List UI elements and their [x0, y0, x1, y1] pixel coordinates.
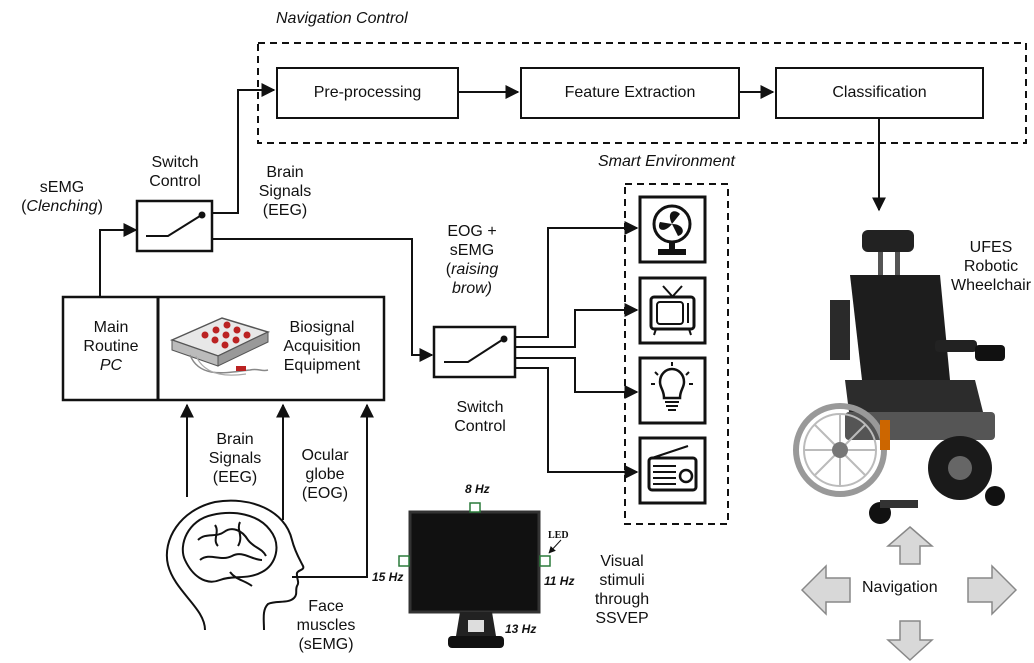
navigation-arrows	[800, 526, 1018, 662]
classification-block: Classification	[775, 67, 984, 119]
nav-up-arrow-icon	[885, 526, 935, 565]
nav-down-arrow-icon	[886, 620, 934, 662]
switch-mid-icon	[432, 325, 517, 379]
wheelchair-image	[793, 230, 1005, 524]
smart-environment-frame	[624, 183, 729, 525]
acquisition-device-icon	[169, 317, 271, 376]
switch-control-mid-label: Switch Control	[454, 399, 506, 435]
wheelchair-label: UFES Robotic Wheelchair	[950, 239, 1032, 294]
lightbulb-icon	[638, 356, 707, 425]
nav-left-arrow-icon	[800, 564, 851, 616]
feature-extraction-block: Feature Extraction	[520, 67, 740, 119]
main-routine-label: Main Routine PC	[83, 319, 139, 374]
monitor-icon	[398, 502, 562, 648]
ocular-globe-label: Ocular globe (EOG)	[301, 447, 349, 502]
switch-control-top-label: Switch Control	[149, 154, 201, 190]
navigation-label: Navigation	[862, 579, 938, 596]
biosignal-acquisition-label: Biosignal Acquisition Equipment	[283, 319, 361, 374]
switch-top-icon	[135, 199, 214, 253]
smart-environment-title: Smart Environment	[598, 153, 735, 170]
tv-icon	[638, 276, 707, 345]
navigation-control-title: Navigation Control	[276, 10, 408, 27]
visual-stimuli-label: Visual stimuli through SSVEP	[594, 553, 650, 627]
freq-13hz-label: 13 Hz	[505, 622, 537, 636]
freq-8hz-label: 8 Hz	[465, 482, 490, 496]
fan-icon	[638, 195, 707, 264]
eog-semg-raising-brow-label: EOG + sEMG (raising brow)	[445, 223, 499, 297]
face-muscles-label: Face muscles (sEMG)	[296, 598, 356, 653]
led-label: LED	[548, 530, 569, 541]
semg-clenching-label: sEMG (Clenching)	[21, 179, 103, 215]
freq-15hz-label: 15 Hz	[372, 570, 404, 584]
nav-right-arrow-icon	[967, 564, 1018, 616]
radio-icon	[638, 436, 707, 505]
freq-11hz-label: 11 Hz	[544, 574, 575, 588]
brain-signals-top-label: Brain Signals (EEG)	[258, 164, 312, 219]
preprocessing-block: Pre-processing	[276, 67, 459, 119]
navigation-control-frame	[257, 42, 1027, 144]
brain-signals-bottom-label: Brain Signals (EEG)	[208, 431, 262, 486]
head-brain-icon	[165, 499, 305, 631]
